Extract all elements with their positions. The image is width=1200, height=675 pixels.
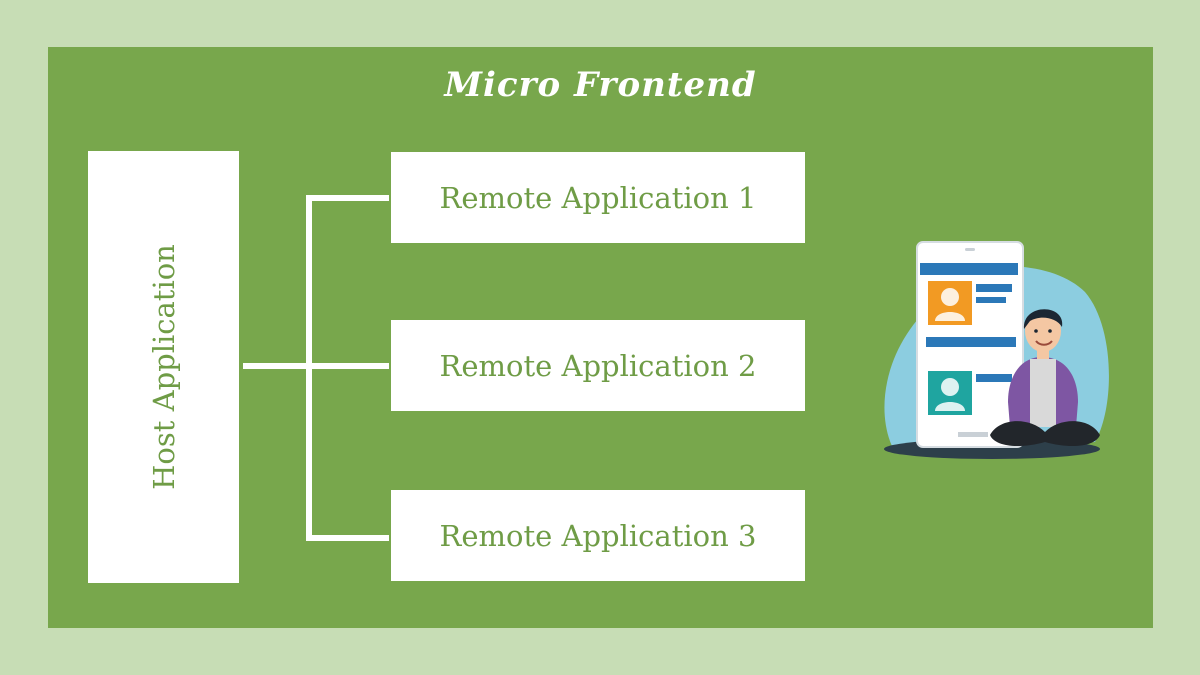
bracket-vertical-line [306,198,312,541]
diagram-panel: Micro Frontend Host Application Remote A… [48,47,1153,628]
remote-application-label: Remote Application 3 [439,518,757,553]
host-connector-line [243,363,389,369]
profile-card-icon [928,371,972,415]
phone-illustration-icon [884,241,1109,459]
host-application-label: Host Application [146,244,181,490]
remote-application-box: Remote Application 1 [391,152,805,243]
remote-application-box: Remote Application 2 [391,320,805,411]
diagram-title: Micro Frontend [444,65,757,105]
remote-application-label: Remote Application 1 [439,180,757,215]
host-application-box: Host Application [88,151,239,583]
profile-card-icon [928,281,972,325]
remote-application-box: Remote Application 3 [391,490,805,581]
person-sitting-icon [990,309,1100,447]
connector-remote-3 [306,535,389,541]
remote-application-label: Remote Application 2 [439,348,757,383]
connector-remote-1 [306,195,389,201]
